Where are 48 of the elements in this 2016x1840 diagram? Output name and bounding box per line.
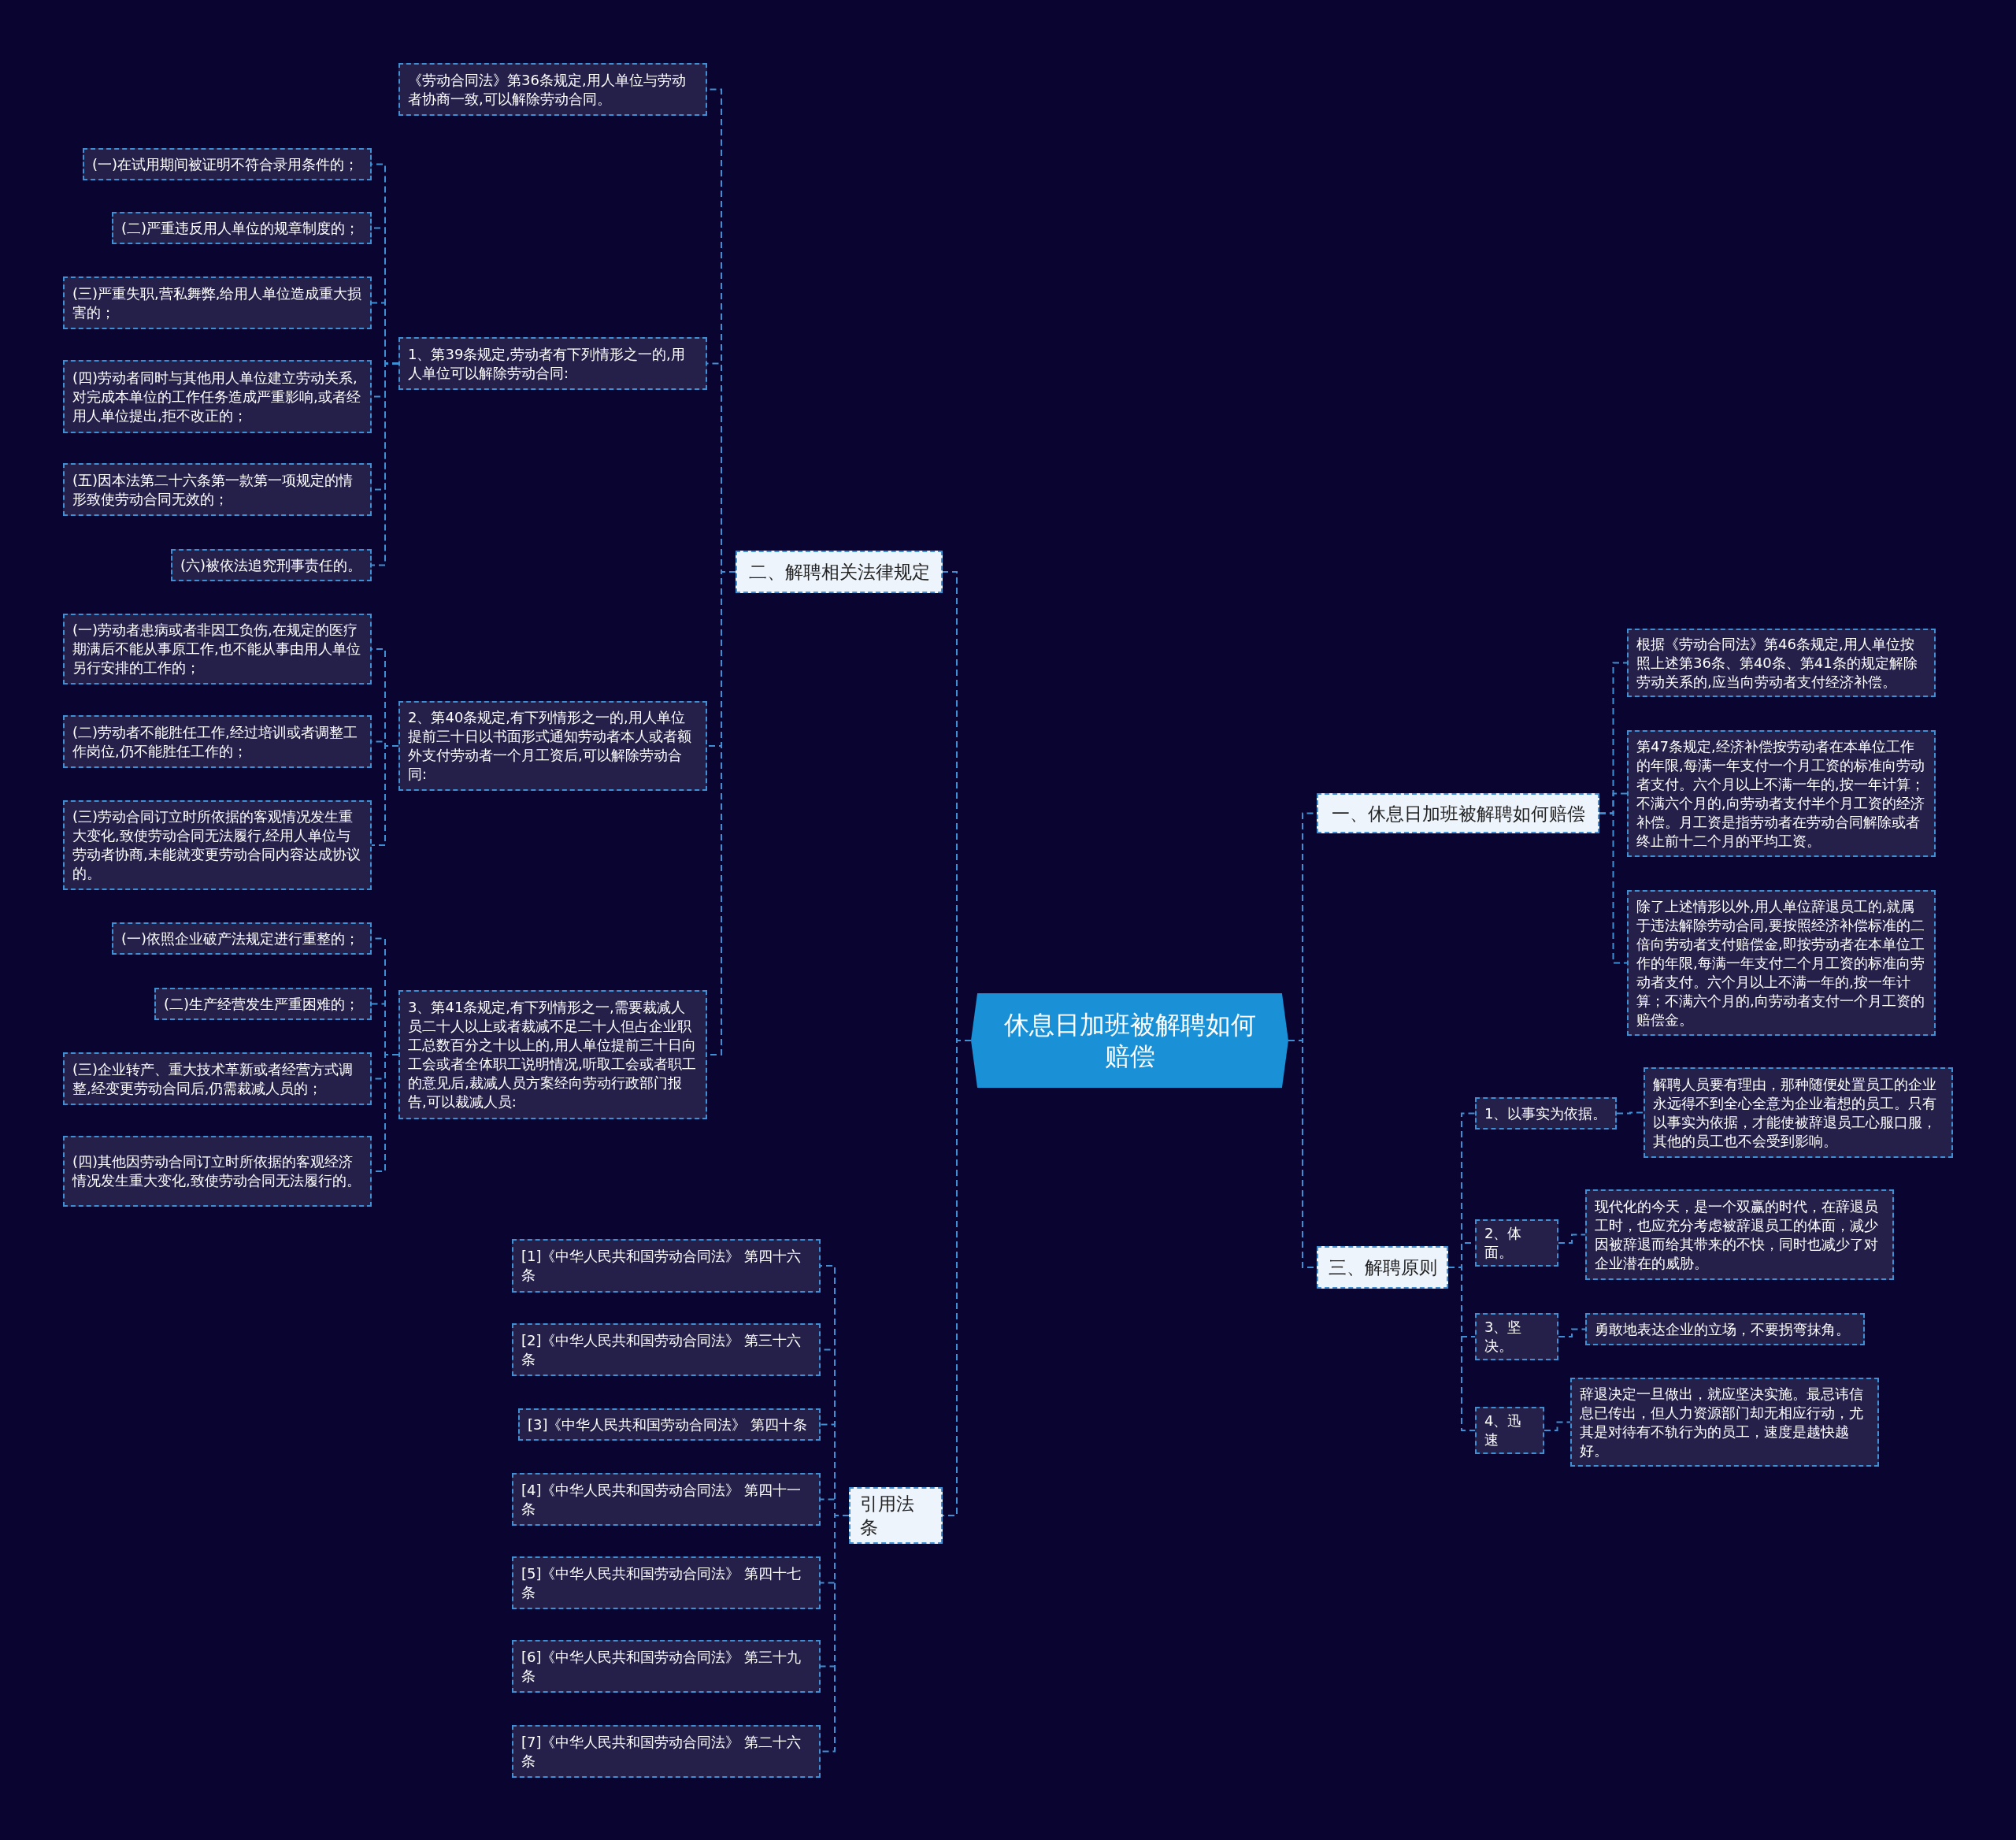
branch-topic: 一、休息日加班被解聘如何赔偿: [1317, 793, 1599, 833]
connector: [1599, 812, 1628, 964]
connector: [1558, 1328, 1586, 1337]
topic-box: (六)被依法追究刑事责任的。: [171, 549, 372, 581]
topic-box: [1]《中华人民共和国劳动合同法》 第四十六条: [512, 1239, 821, 1293]
topic-box: 除了上述情形以外,用人单位辞退员工的,就属于违法解除劳动合同,要按照经济补偿标准的二倍向劳动者支付赔偿金,即按劳动者在本单位工作的年限,每满一年支付二个月工资的标准向劳动者支付。六个月以上不满一年的,按一年计算；不满六个月的,向劳动者支付一个月工资的赔偿金。: [1627, 890, 1936, 1036]
topic-box: (三)企业转产、重大技术革新或者经营方式调整,经变更劳动合同后,仍需裁减人员的；: [63, 1052, 372, 1105]
topic-box: [6]《中华人民共和国劳动合同法》 第三十九条: [512, 1640, 821, 1693]
topic-box: 2、体面。: [1475, 1219, 1558, 1267]
topic-box: (四)其他因劳动合同订立时所依据的客观经济情况发生重大变化,致使劳动合同无法履行的。: [63, 1136, 372, 1207]
topic-box: 根据《劳动合同法》第46条规定,用人单位按照上述第36条、第40条、第41条的规定解除劳动关系的,应当向劳动者支付经济补偿。: [1627, 629, 1936, 697]
topic-box: 辞退决定一旦做出，就应坚决实施。最忌讳信息已传出，但人力资源部门却无相应行动，尤其是对待有不轨行为的员工，速度是越快越好。: [1570, 1378, 1879, 1467]
topic-box: 第47条规定,经济补偿按劳动者在本单位工作的年限,每满一年支付一个月工资的标准向劳动者支付。六个月以上不满一年的,按一年计算；不满六个月的,向劳动者支付半个月工资的经济补偿。月工资是指劳动者在劳动合同解除或者终止前十二个月的平均工资。: [1627, 730, 1936, 857]
topic-box: 现代化的今天，是一个双赢的时代，在辞退员工时，也应充分考虑被辞退员工的体面，减少因被辞退而给其带来的不快，同时也减少了对企业潜在的威胁。: [1585, 1189, 1894, 1280]
connector: [1558, 1233, 1586, 1244]
topic-box: 勇敢地表达企业的立场，不要拐弯抹角。: [1585, 1313, 1865, 1345]
central-topic: 休息日加班被解聘如何赔偿: [971, 993, 1288, 1088]
topic-box: (三)劳动合同订立时所依据的客观情况发生重大变化,致使劳动合同无法履行,经用人单位与劳动者协商,未能就变更劳动合同内容达成协议的。: [63, 800, 372, 890]
topic-box: [4]《中华人民共和国劳动合同法》 第四十一条: [512, 1473, 821, 1526]
connector: [371, 362, 399, 566]
branch-topic: 三、解聘原则: [1317, 1246, 1448, 1289]
topic-box: (二)生产经营发生严重困难的；: [154, 988, 372, 1020]
topic-box: (二)严重违反用人单位的规章制度的；: [112, 212, 372, 244]
topic-box: (三)严重失职,营私舞弊,给用人单位造成重大损害的；: [63, 276, 372, 329]
topic-box: (一)劳动者患病或者非因工负伤,在规定的医疗期满后不能从事原工作,也不能从事由用人单位另行安排的工作的；: [63, 614, 372, 684]
branch-topic: 引用法条: [849, 1487, 943, 1544]
topic-box: (一)在试用期间被证明不符合录用条件的；: [83, 148, 372, 180]
topic-box: 3、第41条规定,有下列情形之一,需要裁减人员二十人以上或者裁减不足二十人但占企业职工总数百分之十以上的,用人单位提前三十日向工会或者全体职工说明情况,听取工会或者职工的意见后,裁减人员方案经向劳动行政部门报告,可以裁减人员:: [398, 990, 707, 1119]
connector: [371, 745, 399, 846]
topic-box: 《劳动合同法》第36条规定,用人单位与劳动者协商一致,可以解除劳动合同。: [398, 63, 707, 116]
branch-topic: 二、解聘相关法律规定: [736, 551, 943, 593]
topic-box: 1、以事实为依据。: [1475, 1097, 1617, 1130]
topic-box: 4、迅速: [1475, 1407, 1544, 1454]
topic-box: (四)劳动者同时与其他用人单位建立劳动关系,对完成本单位的工作任务造成严重影响,或者经用人单位提出,拒不改正的；: [63, 360, 372, 433]
topic-box: 解聘人员要有理由，那种随便处置员工的企业永远得不到全心全意为企业着想的员工。只有以事实为依据，才能使被辞退员工心服口服，其他的员工也不会受到影响。: [1644, 1067, 1953, 1158]
topic-box: 3、坚决。: [1475, 1313, 1558, 1360]
topic-box: 2、第40条规定,有下列情形之一的,用人单位提前三十日以书面形式通知劳动者本人或者额外支付劳动者一个月工资后,可以解除劳动合同:: [398, 701, 707, 791]
connector: [1447, 1267, 1476, 1431]
topic-box: 1、第39条规定,劳动者有下列情形之一的,用人单位可以解除劳动合同:: [398, 337, 707, 390]
topic-box: [2]《中华人民共和国劳动合同法》 第三十六条: [512, 1323, 821, 1376]
connector: [1616, 1111, 1644, 1115]
topic-box: (五)因本法第二十六条第一款第一项规定的情形致使劳动合同无效的；: [63, 463, 372, 516]
topic-box: [5]《中华人民共和国劳动合同法》 第四十七条: [512, 1556, 821, 1609]
topic-box: [3]《中华人民共和国劳动合同法》 第四十条: [518, 1408, 821, 1441]
topic-box: [7]《中华人民共和国劳动合同法》 第二十六条: [512, 1725, 821, 1778]
connector: [1544, 1421, 1571, 1431]
topic-box: (一)依照企业破产法规定进行重整的；: [112, 922, 372, 955]
topic-box: (二)劳动者不能胜任工作,经过培训或者调整工作岗位,仍不能胜任工作的；: [63, 715, 372, 768]
